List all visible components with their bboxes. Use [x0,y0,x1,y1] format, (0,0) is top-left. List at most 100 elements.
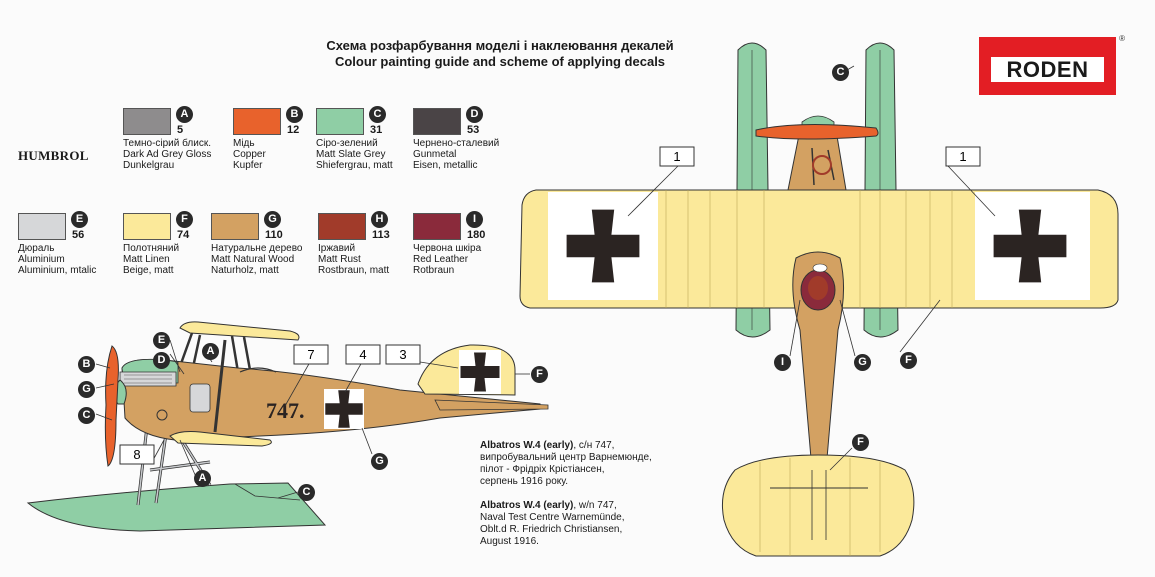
callout-top-c-floats: C [832,64,849,81]
swatch-letter-c: C [369,106,386,123]
swatch-g-line-3: Naturholz, matt [211,265,279,276]
swatch-b-line-2: Copper [233,149,266,160]
swatch-number-d: 53 [467,124,480,136]
roden-logo: RODEN ® [979,34,1125,95]
swatch-d [413,108,461,135]
callout-leaders [95,65,941,499]
swatch-b-line-1: Мідь [233,138,255,149]
swatch-letter-h: H [371,211,388,228]
swatch-letter-d: D [466,106,483,123]
swatch-c [316,108,364,135]
swatch-number-f: 74 [177,229,190,241]
caption-ua-model: Albatros W.4 (early) [480,440,574,451]
upper-wing-side [179,321,300,341]
swatch-number-i: 180 [467,229,486,241]
swatch-f-line-3: Beige, matt [123,265,174,276]
swatch-number-b: 12 [287,124,300,136]
caption-ua-serial: , с/н 747, [573,440,615,451]
swatch-i-line-1: Червона шкіра [413,243,482,254]
callout-side-b: B [78,356,95,373]
callout-side-c-float: C [298,484,315,501]
top-view [519,42,1119,557]
callout-top-g-fuselage: G [854,354,871,371]
lower-wing-side [169,431,272,447]
callout-side-f-fin: F [531,366,548,383]
swatch-f [123,213,171,240]
page-title: Схема розфарбування моделі і наклеювання… [250,38,750,70]
swatch-i-line-3: Rotbraun [413,265,455,276]
callout-side-a-top: A [202,343,219,360]
aircraft-caption-english: Albatros W.4 (early), w/n 747, Naval Tes… [480,500,625,548]
swatch-h-line-1: Іржавий [318,243,356,254]
swatch-g-line-1: Натуральне дерево [211,243,303,254]
swatch-i-line-2: Red Leather [413,254,469,265]
propeller-side [104,345,119,467]
swatch-e-line-1: Дюраль [18,243,55,254]
swatch-letter-i: I [466,211,483,228]
svg-text:1: 1 [959,149,966,164]
caption-en-line-1: Naval Test Centre Warnemünde, [480,512,625,523]
swatch-letter-a: A [176,106,193,123]
callout-side-a-strut: A [194,470,211,487]
swatch-g-line-2: Matt Natural Wood [211,254,295,265]
swatch-c-line-2: Matt Slate Grey [316,149,386,160]
decal-1-right: 1 [945,146,981,167]
swatch-b [233,108,281,135]
caption-ua-line-3: серпень 1916 року. [480,476,569,487]
swatch-g [211,213,259,240]
swatch-a [123,108,171,135]
swatch-letter-g: G [264,211,281,228]
title-english: Colour painting guide and scheme of appl… [334,54,666,69]
svg-text:1: 1 [673,149,680,164]
swatch-c-line-1: Сіро-зелений [316,138,378,149]
title-ukrainian: Схема розфарбування моделі і наклеювання… [326,38,674,53]
float-side [26,482,327,532]
caption-en-line-2: Oblt.d R. Friedrich Christiansen, [480,524,623,535]
callout-top-f-tail: F [852,434,869,451]
aircraft-serial: 747. [266,398,305,423]
callout-side-g-fuselage: G [371,453,388,470]
svg-text:4: 4 [359,347,366,362]
decal-3: 3 [385,344,421,365]
swatch-e-line-3: Aluminium, mtalic [18,265,97,276]
propeller-top [755,123,879,140]
caption-en-model: Albatros W.4 (early) [480,500,574,511]
upper-wing-top [519,189,1119,309]
swatch-letter-e: E [71,211,88,228]
swatch-a-line-3: Dunkelgrau [123,160,175,171]
swatch-b-line-3: Kupfer [233,160,263,171]
caption-ua-line-1: випробувальний центр Варнемюнде, [480,452,652,463]
callout-top-i-cockpit: I [774,354,791,371]
caption-en-serial: , w/n 747, [573,500,617,511]
callout-side-e: E [153,332,170,349]
decal-number-boxes: 1 1 7 4 3 8 [119,146,981,465]
callout-side-g-nose: G [78,381,95,398]
swatch-number-e: 56 [72,229,85,241]
side-view: 747. [26,321,549,532]
swatch-c-line-3: Shiefergrau, matt [316,160,393,171]
svg-text:7: 7 [307,347,314,362]
decal-1-left: 1 [659,146,695,167]
swatch-d-line-1: Чернено-сталевий [413,138,500,149]
logo-text: RODEN [1006,57,1089,82]
swatch-i [413,213,461,240]
callout-side-c-nose: C [78,407,95,424]
svg-text:8: 8 [133,447,140,462]
swatch-d-line-2: Gunmetal [413,149,457,160]
swatch-a-line-1: Темно-сірий блиск. [123,138,211,149]
swatch-e-line-2: Aluminium [18,254,65,265]
swatch-number-c: 31 [370,124,383,136]
swatch-letter-f: F [176,211,193,228]
registered-mark: ® [1119,34,1125,43]
callout-side-d: D [153,352,170,369]
tailplane-top [721,454,915,557]
